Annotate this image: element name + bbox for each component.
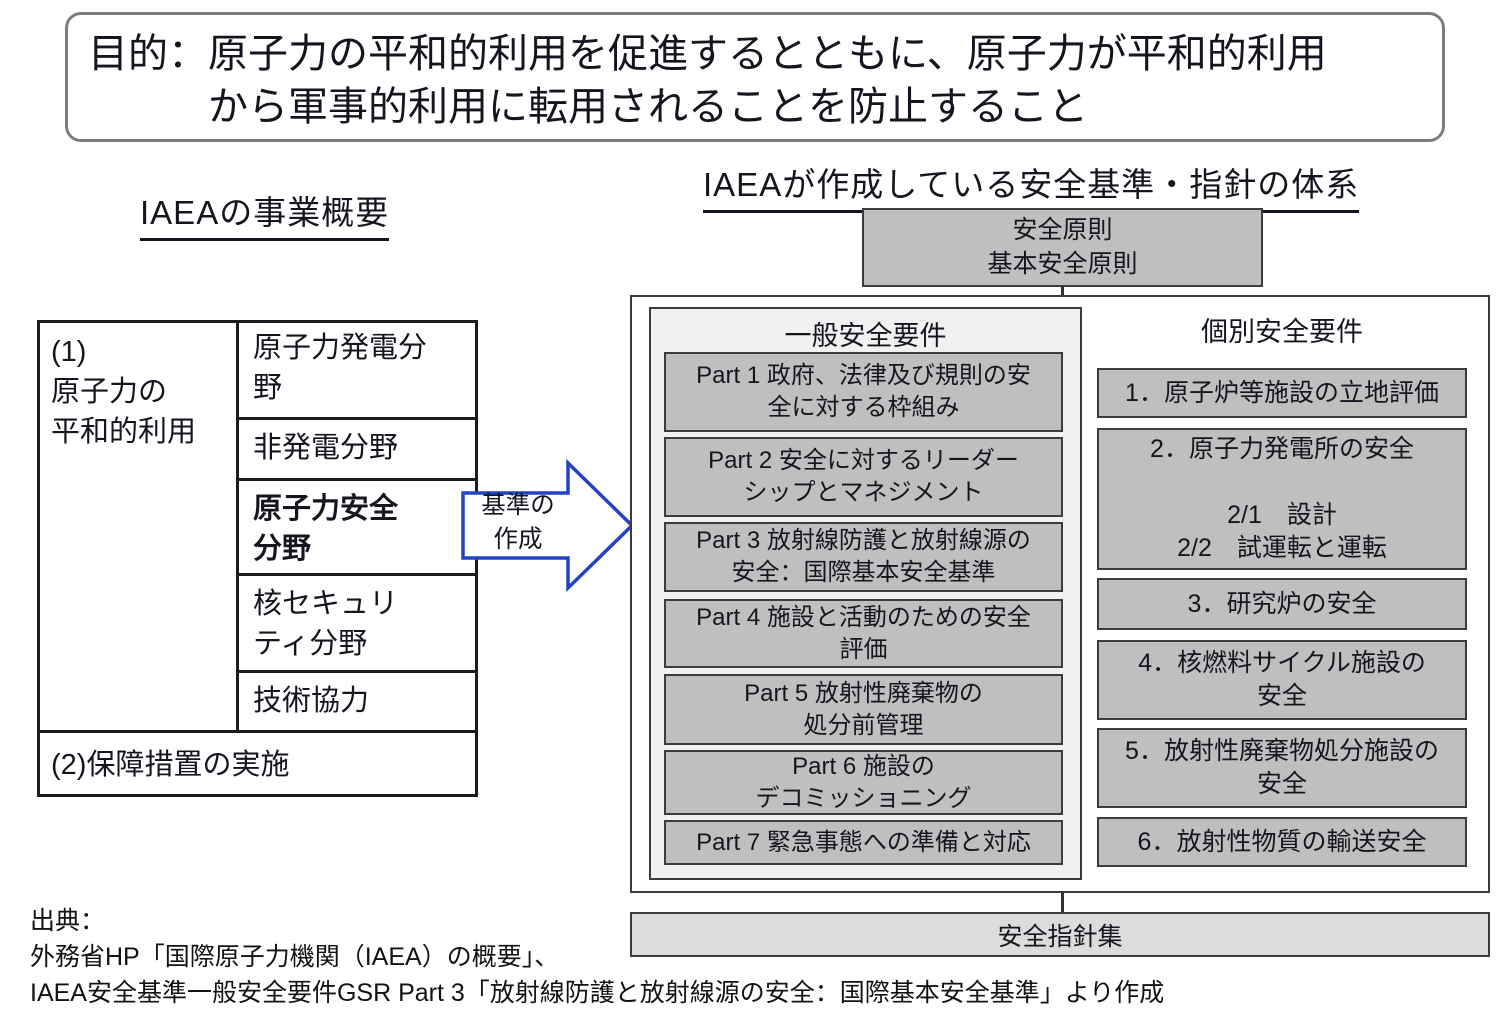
specific-2-box: 2．原子力発電所の安全 2/1 設計 2/2 試運転と運転 (1097, 428, 1467, 570)
part-4-box: Part 4 施設と活動のための安全 評価 (664, 599, 1063, 668)
specific-4-box: 4．核燃料サイクル施設の 安全 (1097, 640, 1467, 720)
connector-line-top (1061, 286, 1064, 297)
general-requirements-header: 一般安全要件 (784, 321, 947, 351)
table-cell-technical-cooperation: 技術協力 (239, 670, 478, 730)
specific-6-box: 6．放射性物質の輸送安全 (1097, 817, 1467, 867)
part-1-box: Part 1 政府、法律及び規則の安 全に対する枠組み (664, 352, 1063, 432)
source-line-2: 外務省HP「国際原子力機関（IAEA）の概要」、 (30, 943, 560, 971)
specific-requirements-header: 個別安全要件 (1201, 317, 1363, 347)
purpose-line-2: から軍事的利用に転用されることを防止すること (208, 85, 1088, 130)
source-line-3: IAEA安全基準一般安全要件GSR Part 3「放射線防護と放射線源の安全：国… (30, 979, 1165, 1007)
table-cell-nonpower-field: 非発電分野 (239, 417, 478, 478)
connector-line-bottom (1061, 891, 1064, 914)
purpose-statement-box: 目的：原子力の平和的利用を促進するとともに、原子力が平和的利用 から軍事的利用に… (65, 12, 1445, 142)
arrow-label: 基準の 作成 (481, 492, 555, 554)
specific-5-box: 5．放射性廃棄物処分施設の 安全 (1097, 728, 1467, 808)
part-3-box: Part 3 放射線防護と放射線源の 安全：国際基本安全基準 (664, 522, 1063, 592)
source-note: 出典： 外務省HP「国際原子力機関（IAEA）の概要」、 IAEA安全基準一般安… (30, 903, 1164, 1011)
part-7-box: Part 7 緊急事態への準備と対応 (664, 820, 1063, 865)
safety-guides-box: 安全指針集 (630, 912, 1490, 957)
table-cell-power-field: 原子力発電分 野 (253, 332, 428, 405)
part-2-box: Part 2 安全に対するリーダー シップとマネジメント (664, 437, 1063, 517)
source-line-1: 出典： (30, 907, 106, 935)
table-cell-peaceful-use: (1) 原子力の 平和的利用 (37, 320, 239, 730)
safety-principles-box: 安全原則 基本安全原則 (862, 208, 1263, 287)
standards-creation-arrow-icon (461, 458, 635, 593)
specific-3-box: 3．研究炉の安全 (1097, 578, 1467, 630)
right-section-title: IAEAが作成している安全基準・指針の体系 (703, 158, 1360, 213)
table-cell-nuclear-security-field: 核セキュリ ティ分野 (239, 573, 478, 670)
specific-1-box: 1．原子炉等施設の立地評価 (1097, 368, 1467, 418)
left-section-title: IAEAの事業概要 (140, 186, 390, 241)
part-6-box: Part 6 施設の デコミッショニング (664, 750, 1063, 815)
purpose-line-1: 目的：原子力の平和的利用を促進するとともに、原子力が平和的利用 (88, 32, 1327, 76)
block-arrow-right-icon (461, 458, 635, 593)
table-cell-safeguards: (2)保障措置の実施 (37, 730, 478, 797)
table-cell-nuclear-safety-field: 原子力安全 分野 (239, 478, 478, 573)
part-5-box: Part 5 放射性廃棄物の 処分前管理 (664, 674, 1063, 745)
